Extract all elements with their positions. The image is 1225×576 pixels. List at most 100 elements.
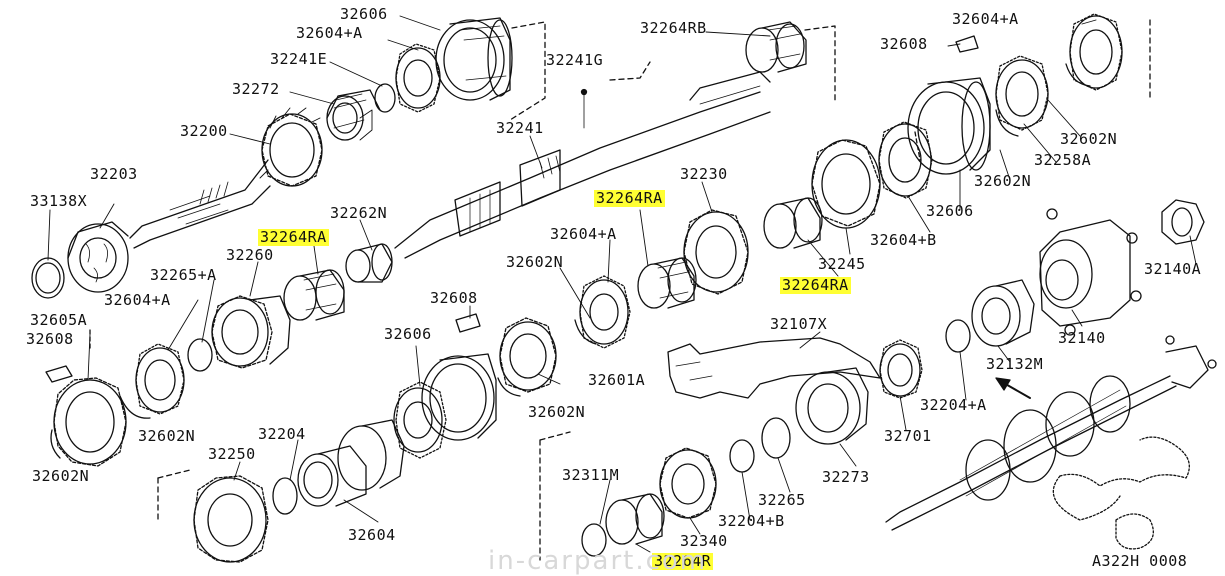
bearing-32273 <box>795 367 869 445</box>
part-label-32264RA-mid: 32264RA <box>594 189 665 207</box>
part-label-32258A: 32258A <box>1034 151 1092 169</box>
watermark: in-carpart.com <box>488 546 708 576</box>
diagram-code: A322H 0008 <box>1092 552 1188 570</box>
bracket-32107X <box>667 337 881 399</box>
gear-32604B <box>878 121 933 199</box>
bearing-32132M <box>971 279 1035 347</box>
needle-bearing-32272 <box>326 89 381 141</box>
ring-32602N-low <box>497 377 521 397</box>
bearing-32203 <box>67 221 129 293</box>
needle-bearing-32264RA-left <box>283 269 345 321</box>
ring-32265 <box>761 417 791 459</box>
gear-32701 <box>879 339 923 399</box>
part-label-32265A: 32265+A <box>150 266 217 284</box>
part-label-32605A: 32605A <box>30 311 88 329</box>
part-label-32241G: 32241G <box>546 51 604 69</box>
part-label-32604A-tr: 32604+A <box>952 10 1019 28</box>
part-label-32140: 32140 <box>1058 329 1106 347</box>
snap-ring-33138X <box>31 257 65 299</box>
part-label-32200: 32200 <box>180 122 228 140</box>
part-label-32701: 32701 <box>884 427 932 445</box>
part-label-33138X: 33138X <box>30 192 88 210</box>
nut-32140A <box>1161 199 1205 245</box>
output-shaft-assembly <box>885 335 1217 550</box>
part-label-32265: 32265 <box>758 491 806 509</box>
needle-bearing-32264RB <box>745 21 807 73</box>
part-label-32604A-mid: 32604+A <box>550 225 617 243</box>
sleeve-32604 <box>297 445 367 507</box>
part-label-32250: 32250 <box>208 445 256 463</box>
main-shaft-32241 <box>394 71 771 259</box>
part-label-32311M: 32311M <box>562 466 620 484</box>
part-label-32602N-low: 32602N <box>528 403 586 421</box>
gear-32602N-right <box>995 55 1049 131</box>
synchro-32606-top <box>435 17 513 101</box>
part-label-32260: 32260 <box>226 246 274 264</box>
part-label-32606-top: 32606 <box>340 5 388 23</box>
gear-32340 <box>659 447 717 519</box>
part-label-32608-left: 32608 <box>26 330 74 348</box>
hub-32604-lower <box>337 419 405 491</box>
needle-bearing-32264R <box>605 493 665 545</box>
snap-ring-32241E <box>374 83 396 113</box>
gear-32604A-tr <box>1069 13 1123 91</box>
part-label-32107X: 32107X <box>770 315 828 333</box>
part-label-32203: 32203 <box>90 165 138 183</box>
snap-ring-32265A <box>187 338 213 372</box>
part-label-32204A: 32204+A <box>920 396 987 414</box>
needle-bearing-32245 <box>763 197 823 249</box>
needle-bearing-32264RA-mid <box>637 257 697 309</box>
gear-32604A-top <box>395 43 441 113</box>
ring-32204 <box>272 477 298 515</box>
ring-32204B <box>729 439 755 473</box>
part-label-32245: 32245 <box>818 255 866 273</box>
gear-large-center <box>811 139 881 229</box>
key-32608-left <box>45 365 73 383</box>
input-shaft-32200 <box>129 159 271 249</box>
part-label-32241E: 32241E <box>270 50 328 68</box>
part-label-32264RA-left: 32264RA <box>258 228 329 246</box>
gear-32260 <box>211 295 291 369</box>
collar-32262N <box>345 243 393 283</box>
part-label-32204B: 32204+B <box>718 512 785 530</box>
ring-32258A <box>995 109 1019 137</box>
part-label-32264RA-right: 32264RA <box>780 276 851 294</box>
gear-32200 <box>261 107 323 187</box>
leader-lines <box>47 15 1197 553</box>
part-label-32602N-mid: 32602N <box>138 427 196 445</box>
part-label-32132M: 32132M <box>986 355 1044 373</box>
part-label-32604B: 32604+B <box>870 231 937 249</box>
part-label-32241: 32241 <box>496 119 544 137</box>
synchro-32606-mid <box>393 353 497 459</box>
part-label-32230: 32230 <box>680 165 728 183</box>
part-label-32264RB: 32264RB <box>640 19 707 37</box>
part-label-32602N-mid2: 32602N <box>506 253 564 271</box>
gear-32601A <box>499 317 557 393</box>
ring-32602N-left <box>119 395 151 419</box>
part-label-32273: 32273 <box>822 468 870 486</box>
part-label-32608-tr: 32608 <box>880 35 928 53</box>
ring-32204A <box>945 319 971 353</box>
key-32608-mid <box>455 313 481 333</box>
part-label-32601A: 32601A <box>588 371 646 389</box>
gear-32604A-mid <box>579 275 631 349</box>
gear-32604A-left <box>135 343 185 415</box>
gear-32230 <box>683 209 749 295</box>
part-label-32272: 32272 <box>232 80 280 98</box>
key-32608-tr <box>955 35 979 53</box>
gear-32602N-left <box>53 377 127 467</box>
part-label-32140A: 32140A <box>1144 260 1202 278</box>
part-label-32204: 32204 <box>258 425 306 443</box>
part-label-32608-mid: 32608 <box>430 289 478 307</box>
part-label-32264R: 32264R <box>652 552 714 570</box>
part-label-32604A-left: 32604+A <box>104 291 171 309</box>
direction-arrow <box>995 377 1031 399</box>
part-label-32602N-tr2: 32602N <box>974 172 1032 190</box>
part-label-32340: 32340 <box>680 532 728 550</box>
part-label-32604: 32604 <box>348 526 396 544</box>
part-label-32602N-tr: 32602N <box>1060 130 1118 148</box>
ring-32311M <box>581 523 607 557</box>
part-label-32606-tr: 32606 <box>926 202 974 220</box>
ring-32602N-mid <box>574 319 597 345</box>
